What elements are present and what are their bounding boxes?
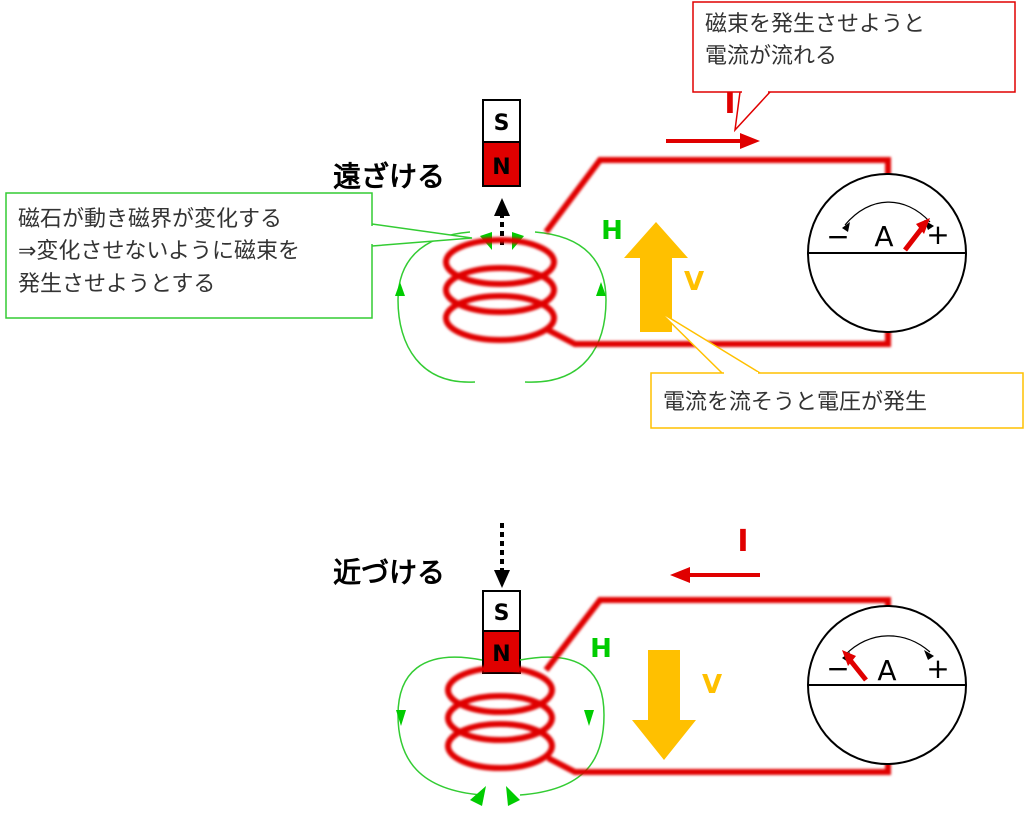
top-action-label: 遠ざける bbox=[333, 160, 445, 193]
top-voltage-arrow: V bbox=[624, 222, 704, 332]
bottom-field-line-right bbox=[519, 656, 605, 796]
top-motion-arrow bbox=[494, 198, 510, 245]
bottom-current-label: I bbox=[737, 524, 748, 559]
top-callout-voltage-text: 電流を流そうと電圧が発生 bbox=[663, 390, 927, 415]
bottom-meter-minus: − bbox=[826, 652, 849, 685]
top-callout-current-line2: 電流が流れる bbox=[705, 44, 837, 69]
bottom-meter-needle bbox=[848, 658, 868, 682]
bottom-voltage-arrow: V bbox=[632, 650, 722, 760]
bottom-field-arrow-out-right bbox=[506, 786, 520, 806]
top-field-line-left bbox=[397, 231, 476, 383]
bottom-magnet: S N bbox=[482, 590, 521, 674]
top-magnet-n-label: N bbox=[492, 155, 510, 180]
top-meter-minus: − bbox=[826, 220, 849, 253]
top-meter-needle bbox=[903, 226, 924, 252]
top-callout-field-line2: ⇒変化させないように磁束を bbox=[18, 239, 300, 264]
top-current-label: I bbox=[724, 86, 735, 121]
top-meter-plus: + bbox=[926, 218, 949, 251]
bottom-field-arrows bbox=[396, 710, 594, 806]
top-magnet-s-label: S bbox=[494, 111, 510, 136]
bottom-field-arrow-out-left bbox=[470, 786, 486, 806]
bottom-ammeter: − A + bbox=[807, 605, 967, 765]
bottom-magnet-s-label: S bbox=[494, 601, 510, 626]
bottom-meter-center: A bbox=[877, 654, 896, 687]
top-callout-current: 磁束を発生させようと 電流が流れる bbox=[692, 1, 1016, 133]
top-magnet-n-pole bbox=[482, 141, 521, 187]
bottom-current-arrow: I bbox=[670, 524, 760, 583]
bottom-field-arrow-right bbox=[584, 710, 594, 726]
top-coil bbox=[443, 157, 891, 347]
top-field-line-right bbox=[524, 231, 607, 383]
bottom-magnet-n-label: N bbox=[492, 642, 510, 667]
bottom-meter-plus: + bbox=[926, 652, 949, 685]
bottom-voltage-label: V bbox=[702, 670, 722, 700]
bottom-field-label: H bbox=[590, 634, 612, 664]
top-meter-center: A bbox=[874, 220, 893, 253]
top-field-label: H bbox=[601, 216, 623, 246]
top-voltage-label: V bbox=[684, 267, 704, 297]
top-magnet: S N bbox=[482, 99, 521, 187]
bottom-action-label: 近づける bbox=[333, 556, 445, 589]
top-callout-current-line1: 磁束を発生させようと bbox=[705, 12, 925, 37]
top-callout-field: 磁石が動き磁界が変化する ⇒変化させないように磁束を 発生させようとする bbox=[5, 192, 473, 319]
top-field-lines bbox=[397, 231, 607, 383]
top-current-arrow: I bbox=[666, 86, 760, 149]
top-scene: 遠ざける S N bbox=[5, 1, 1024, 429]
bottom-field-arrow-left bbox=[396, 710, 406, 726]
top-callout-field-line3: 発生させようとする bbox=[18, 272, 215, 297]
top-callout-voltage: 電流を流そうと電圧が発生 bbox=[650, 311, 1024, 429]
top-callout-field-line1: 磁石が動き磁界が変化する bbox=[18, 207, 282, 232]
top-ammeter: − A + bbox=[807, 173, 967, 333]
top-field-arrow-left bbox=[395, 282, 405, 296]
top-field-arrow-right bbox=[596, 282, 606, 296]
bottom-scene: 近づける S N bbox=[333, 523, 967, 806]
bottom-motion-arrow bbox=[494, 523, 510, 588]
